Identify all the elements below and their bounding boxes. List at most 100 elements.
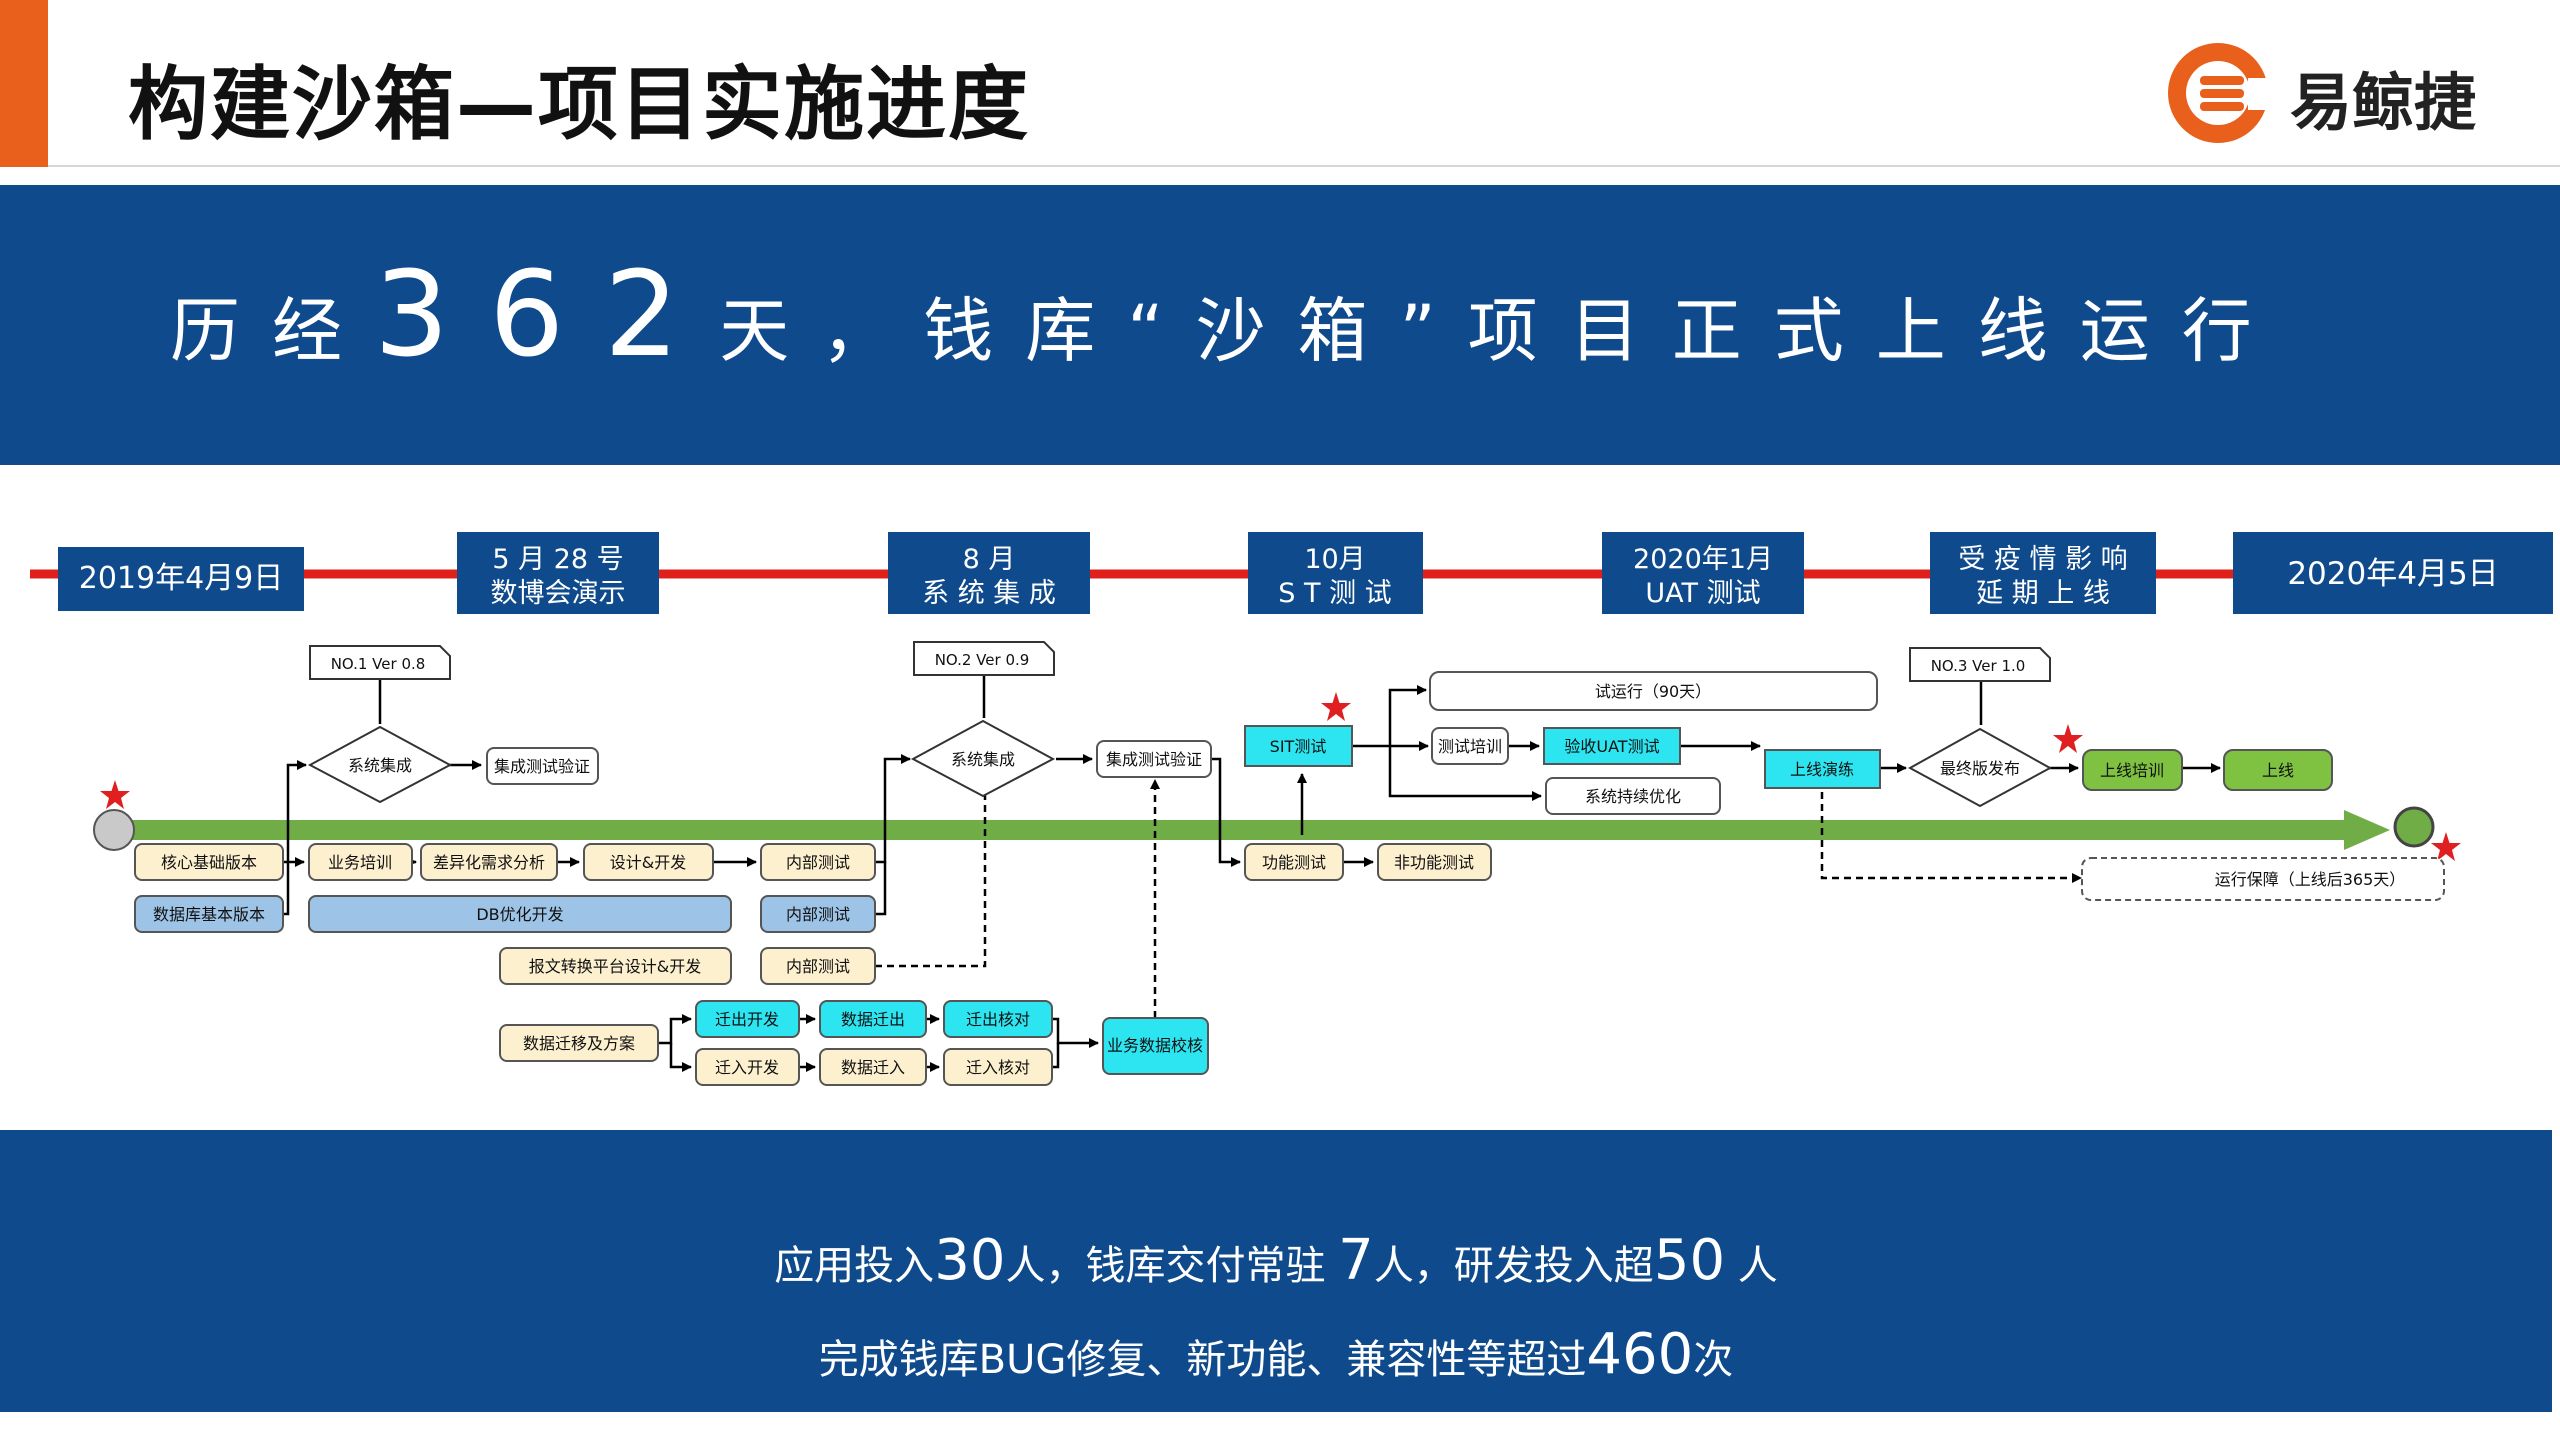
flow-node: 迁出核对 (943, 1000, 1053, 1038)
stat-number: 30 (934, 1228, 1006, 1293)
headline-banner (0, 185, 2560, 465)
flow-node: 数据迁移及方案 (499, 1024, 659, 1062)
stat-text: 人，钱库交付常驻 (1005, 1243, 1339, 1289)
decision-node: 系统集成 (910, 719, 1056, 798)
milestone: 8 月 系 统 集 成 (888, 532, 1090, 614)
flow-node: 内部测试 (760, 843, 876, 881)
flow-node: DB优化开发 (308, 895, 732, 933)
flow-node: 试运行（90天） (1429, 671, 1878, 711)
stat-number: 460 (1586, 1322, 1694, 1387)
flow-node-label: 验收UAT测试 (1564, 737, 1659, 756)
milestone: 2019年4月9日 (58, 547, 304, 611)
end-circle (2393, 806, 2435, 848)
flow-node-label: 数据迁移及方案 (523, 1034, 635, 1053)
milestone-label: 2019年4月9日 (79, 561, 284, 596)
flow-node: 数据迁出 (819, 1000, 927, 1038)
flow-node-label: 上线 (2262, 761, 2294, 780)
flow-node-label: 设计&开发 (610, 853, 686, 872)
stats-footer (0, 1130, 2552, 1412)
flow-node-label: 业务培训 (328, 853, 392, 872)
milestone-label: UAT 测试 (1645, 578, 1760, 609)
flow-node: 业务培训 (308, 843, 413, 881)
flow-node: 功能测试 (1244, 843, 1344, 881)
flow-node-label: 内部测试 (786, 905, 850, 924)
decision-node: 最终版发布 (1907, 727, 2053, 808)
milestone-label: 系 统 集 成 (922, 578, 1056, 609)
milestone-label: 10月 (1304, 544, 1365, 575)
headline-prefix: 历经 (170, 290, 374, 372)
flow-node: 迁入开发 (695, 1048, 800, 1086)
version-label: NO.2 Ver 0.9 (935, 651, 1030, 669)
flow-node-label: SIT测试 (1270, 737, 1327, 756)
stat-line-fixes: 完成钱库BUG修复、新功能、兼容性等超过460次 (0, 1322, 2552, 1387)
flow-node: 验收UAT测试 (1543, 727, 1681, 765)
flow-node-label: 非功能测试 (1394, 853, 1474, 872)
decision-label: 最终版发布 (1940, 759, 2020, 778)
header-divider (48, 165, 2560, 167)
version-label: NO.1 Ver 0.8 (331, 655, 426, 673)
logo-icon (2168, 43, 2278, 143)
flow-node-label: 上线培训 (2100, 761, 2164, 780)
flow-node: 测试培训 (1431, 727, 1509, 765)
flow-node-label: 数据迁出 (841, 1010, 905, 1029)
flow-node: 系统持续优化 (1545, 777, 1721, 815)
milestone-label: 延 期 上 线 (1976, 578, 2110, 609)
milestone-label: 2020年4月5日 (2287, 556, 2498, 592)
milestone: 5 月 28 号 数博会演示 (457, 532, 659, 614)
header-accent-bar (0, 0, 48, 167)
dashed-connectors (875, 779, 2082, 1018)
flow-node: SIT测试 (1244, 725, 1353, 767)
flow-node: 上线演练 (1764, 749, 1881, 789)
logo-text: 易鲸捷 (2290, 66, 2477, 139)
version-note: NO.2 Ver 0.9 (913, 641, 1055, 676)
flow-node-label: 内部测试 (786, 853, 850, 872)
decision-label: 系统集成 (951, 750, 1015, 769)
flow-node-label: 数据迁入 (841, 1058, 905, 1077)
version-label: NO.3 Ver 1.0 (1931, 657, 2026, 675)
flow-node-label: 内部测试 (786, 957, 850, 976)
stat-number: 7 (1338, 1228, 1374, 1293)
star-icon (2431, 832, 2461, 861)
milestone: 2020年4月5日 (2233, 532, 2553, 614)
stat-text: 次 (1693, 1337, 1734, 1383)
stat-text: 完成钱库BUG修复、新功能、兼容性等超过 (818, 1337, 1587, 1383)
milestone-label: 2020年1月 (1633, 544, 1773, 575)
star-icon (1321, 692, 1351, 721)
star-icon (100, 780, 130, 809)
page-title: 构建沙箱—项目实施进度 (128, 58, 1030, 151)
stat-text: 人，研发投入超 (1373, 1243, 1654, 1289)
flow-node-label: 核心基础版本 (161, 853, 257, 872)
flow-node-label: 运行保障（上线后365天） (2215, 870, 2406, 889)
flow-node: 内部测试 (760, 895, 876, 933)
flow-node: 设计&开发 (583, 843, 714, 881)
milestone-label: 5 月 28 号 (492, 544, 623, 575)
milestone-label: 数博会演示 (491, 578, 626, 609)
flow-node-label: 上线演练 (1790, 760, 1854, 779)
flow-node-label: 集成测试验证 (494, 757, 590, 776)
flow-node-label: 集成测试验证 (1106, 750, 1202, 769)
flow-node-label: 差异化需求分析 (433, 853, 545, 872)
decision-label: 系统集成 (348, 756, 412, 775)
headline-days: 362 (374, 245, 720, 383)
flow-node-label: DB优化开发 (476, 905, 563, 924)
flow-node: 集成测试验证 (1096, 740, 1212, 778)
headline-suffix: 天，钱库“沙箱”项目正式上线运行 (719, 290, 2284, 372)
milestone: 受 疫 情 影 响 延 期 上 线 (1930, 532, 2156, 614)
stat-number: 50 (1653, 1228, 1726, 1293)
flow-node: 内部测试 (760, 947, 876, 985)
flow-node: 报文转换平台设计&开发 (499, 947, 732, 985)
flow-node: 非功能测试 (1377, 843, 1492, 881)
milestone-label: S T 测 试 (1278, 578, 1391, 609)
stat-text: 应用投入 (774, 1243, 935, 1289)
flow-node-label: 迁出开发 (715, 1010, 779, 1029)
flow-node-label: 迁出核对 (966, 1010, 1030, 1029)
flow-node-label: 业务数据校核 (1107, 1036, 1203, 1055)
flow-node-label: 功能测试 (1262, 853, 1326, 872)
flow-node-label: 报文转换平台设计&开发 (529, 957, 701, 976)
flow-node: 运行保障（上线后365天） (2081, 857, 2445, 901)
star-icon (2053, 724, 2083, 753)
company-logo (2168, 43, 2278, 143)
flow-node-label: 迁入开发 (715, 1058, 779, 1077)
flow-node: 业务数据校核 (1102, 1017, 1209, 1075)
flow-node: 差异化需求分析 (420, 843, 558, 881)
